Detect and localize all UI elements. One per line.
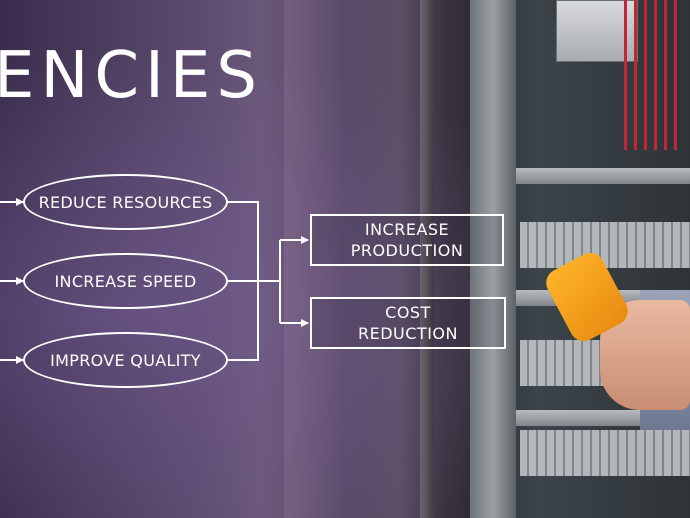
node-cost-reduction: COST REDUCTION <box>310 297 506 349</box>
background-cabinet-frame <box>470 0 516 518</box>
node-label: COST REDUCTION <box>358 303 458 343</box>
node-reduce-resources: REDUCE RESOURCES <box>23 174 228 230</box>
slide-title: ENCIES <box>0 39 263 113</box>
node-increase-production: INCREASE PRODUCTION <box>310 214 504 266</box>
background-red-wire <box>674 0 677 150</box>
background-door-edge <box>420 0 434 518</box>
node-increase-speed: INCREASE SPEED <box>23 253 228 309</box>
node-label: INCREASE PRODUCTION <box>350 220 464 260</box>
background-din-rail <box>516 168 690 184</box>
connector-from-improve-quality <box>228 281 259 361</box>
background-red-wire <box>654 0 657 150</box>
background-red-wire <box>664 0 667 150</box>
background-red-wire <box>644 0 647 150</box>
background-red-wire <box>634 0 637 150</box>
background-terminal-block <box>520 222 690 268</box>
node-label: INCREASE SPEED <box>54 271 197 291</box>
background-door-panel <box>284 0 424 518</box>
node-label: REDUCE RESOURCES <box>38 192 213 212</box>
node-improve-quality: IMPROVE QUALITY <box>23 332 228 388</box>
connector-from-reduce-resources <box>228 201 259 281</box>
background-terminal-block <box>520 430 690 476</box>
node-label: IMPROVE QUALITY <box>50 350 201 370</box>
background-red-wire <box>624 0 627 150</box>
